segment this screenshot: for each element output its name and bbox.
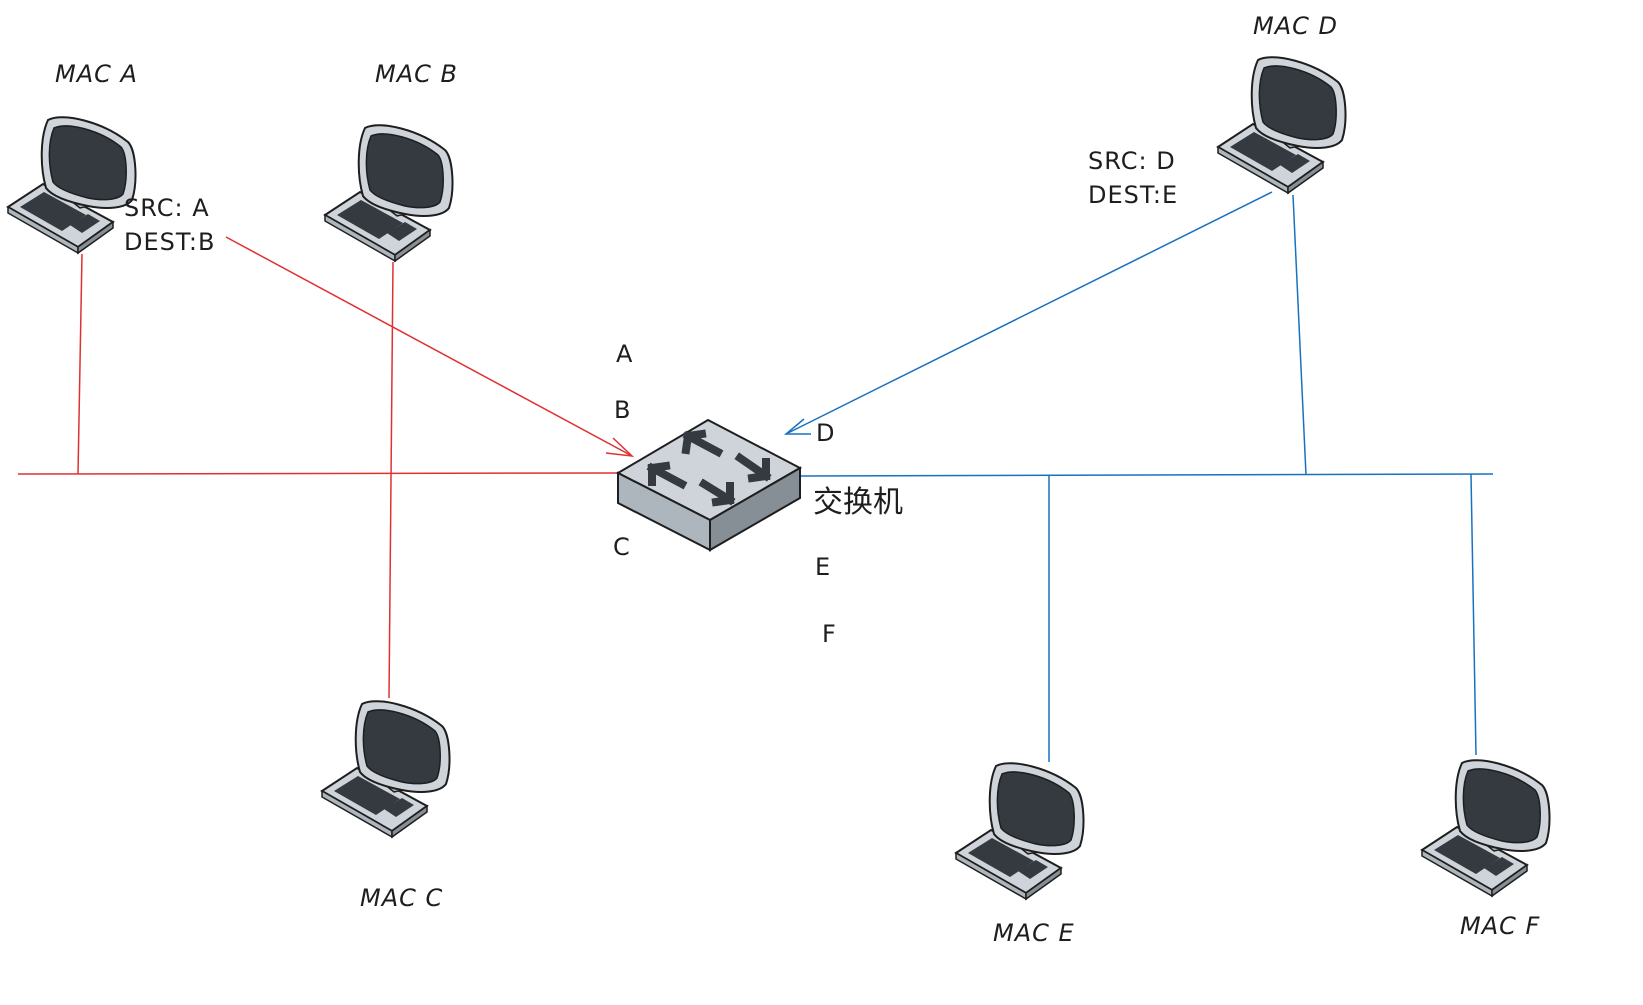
computer-label: MAC A <box>55 60 138 88</box>
desktop-computer-icon <box>324 124 454 262</box>
computer-c: MAC C <box>321 700 451 912</box>
frame-arrow-a-to-switch <box>225 236 635 458</box>
right-network-segment <box>799 194 1494 762</box>
computer-f: MAC F <box>1421 759 1551 940</box>
port-label-f: F <box>822 620 836 648</box>
frame-dest: DEST:E <box>1088 181 1178 209</box>
computer-label: MAC B <box>375 60 458 88</box>
port-label-d: D <box>816 419 834 447</box>
port-label-e: E <box>815 553 830 581</box>
computer-label: MAC D <box>1253 12 1338 40</box>
desktop-computer-icon <box>7 116 137 254</box>
left-network-segment <box>17 253 619 699</box>
port-label-a: A <box>616 340 633 368</box>
frame-dest: DEST:B <box>124 228 215 256</box>
computer-e: MAC E <box>955 762 1085 947</box>
port-label-b: B <box>614 396 630 424</box>
frame-header-d: SRC: D DEST:E <box>1088 147 1178 209</box>
switch-label: 交换机 <box>813 485 903 520</box>
computer-label: MAC C <box>360 884 443 912</box>
computer-a: MAC A <box>7 60 138 254</box>
frame-src: SRC: D <box>1088 147 1176 175</box>
frame-header-a: SRC: A DEST:B <box>124 194 215 256</box>
frame-src: SRC: A <box>124 194 210 222</box>
computer-d: MAC D <box>1217 12 1347 194</box>
desktop-computer-icon <box>1217 56 1347 194</box>
desktop-computer-icon <box>321 700 451 838</box>
computer-b: MAC B <box>324 60 458 262</box>
computer-label: MAC F <box>1460 912 1541 940</box>
port-label-c: C <box>613 533 630 561</box>
network-switch-icon <box>615 418 803 552</box>
computer-label: MAC E <box>993 919 1075 947</box>
desktop-computer-icon <box>955 762 1085 900</box>
frame-arrow-d-to-switch <box>783 191 1273 435</box>
desktop-computer-icon <box>1421 759 1551 897</box>
